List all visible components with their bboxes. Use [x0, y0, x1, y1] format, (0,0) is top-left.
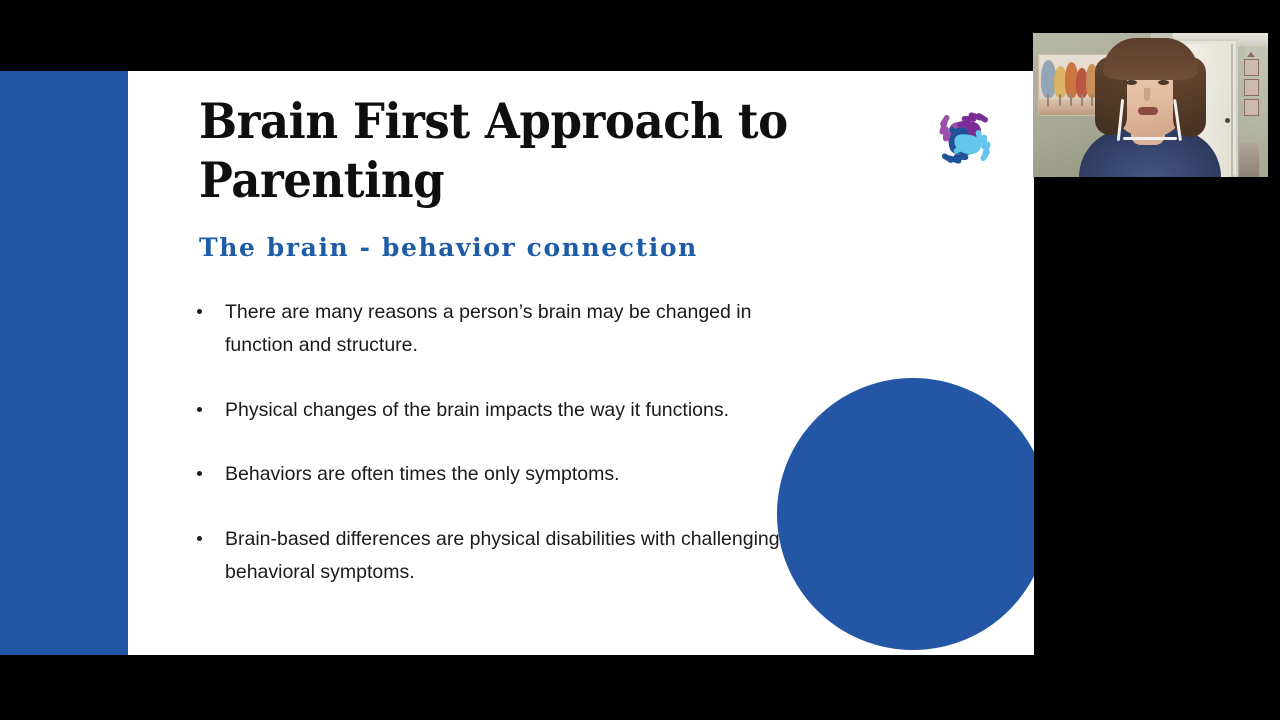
painting-tree: [1076, 68, 1088, 98]
bullet-dot-icon: [197, 406, 202, 412]
slide-subtitle: The brain - behavior connection: [199, 233, 698, 262]
painting-ground: [1039, 99, 1108, 115]
slide-content-area: Brain First Approach to Parenting The br…: [128, 71, 1034, 655]
list-item: Behaviors are often times the only sympt…: [192, 458, 812, 491]
presenter-mouth: [1138, 107, 1158, 115]
painting-trunk: [1047, 94, 1049, 106]
presenter-nose: [1144, 88, 1150, 101]
framed-picture-trio: [1243, 52, 1259, 117]
mini-frame: [1244, 59, 1259, 76]
list-item: Physical changes of the brain impacts th…: [192, 394, 812, 427]
bullet-dot-icon: [197, 309, 202, 314]
four-hands-pinwheel-logo-icon: [939, 112, 991, 164]
slide-title: Brain First Approach to Parenting: [199, 92, 788, 209]
mini-frame: [1244, 79, 1259, 96]
slide-decorative-circle: [777, 378, 1034, 650]
painting-tree: [1065, 62, 1078, 98]
slide-bullet-list: There are many reasons a person’s brain …: [192, 296, 812, 621]
presenter-webcam-feed[interactable]: [1033, 33, 1268, 177]
side-table: [1239, 143, 1259, 177]
presentation-slide: Brain First Approach to Parenting The br…: [0, 71, 1034, 655]
bullet-dot-icon: [197, 471, 202, 477]
painting-tree: [1054, 66, 1067, 98]
bullet-dot-icon: [197, 536, 202, 541]
presenter-eyebrow-right: [1156, 74, 1170, 76]
painting-trunk: [1081, 94, 1083, 106]
presenter-hair-front: [1103, 38, 1198, 80]
bullet-text: Behaviors are often times the only sympt…: [225, 463, 620, 486]
list-item: Brain-based differences are physical dis…: [192, 523, 812, 589]
mini-frame: [1244, 99, 1259, 116]
painting-tree: [1041, 60, 1056, 98]
painting-trunk: [1070, 94, 1072, 106]
painting-trunk: [1091, 94, 1093, 106]
door-knob-icon: [1225, 118, 1230, 123]
slide-left-accent-bar: [0, 71, 128, 655]
earbud-cable-join: [1123, 137, 1177, 140]
frame-hanger-icon: [1247, 52, 1255, 57]
presenter-eyebrow-left: [1124, 74, 1138, 76]
list-item: There are many reasons a person’s brain …: [192, 296, 812, 362]
bullet-text: Physical changes of the brain impacts th…: [225, 398, 730, 421]
bullet-text: There are many reasons a person’s brain …: [225, 301, 752, 356]
painting-trunk: [1059, 94, 1061, 106]
bullet-text: Brain-based differences are physical dis…: [225, 528, 780, 583]
presenter-eye-right: [1158, 80, 1169, 85]
presenter-eye-left: [1126, 80, 1137, 85]
